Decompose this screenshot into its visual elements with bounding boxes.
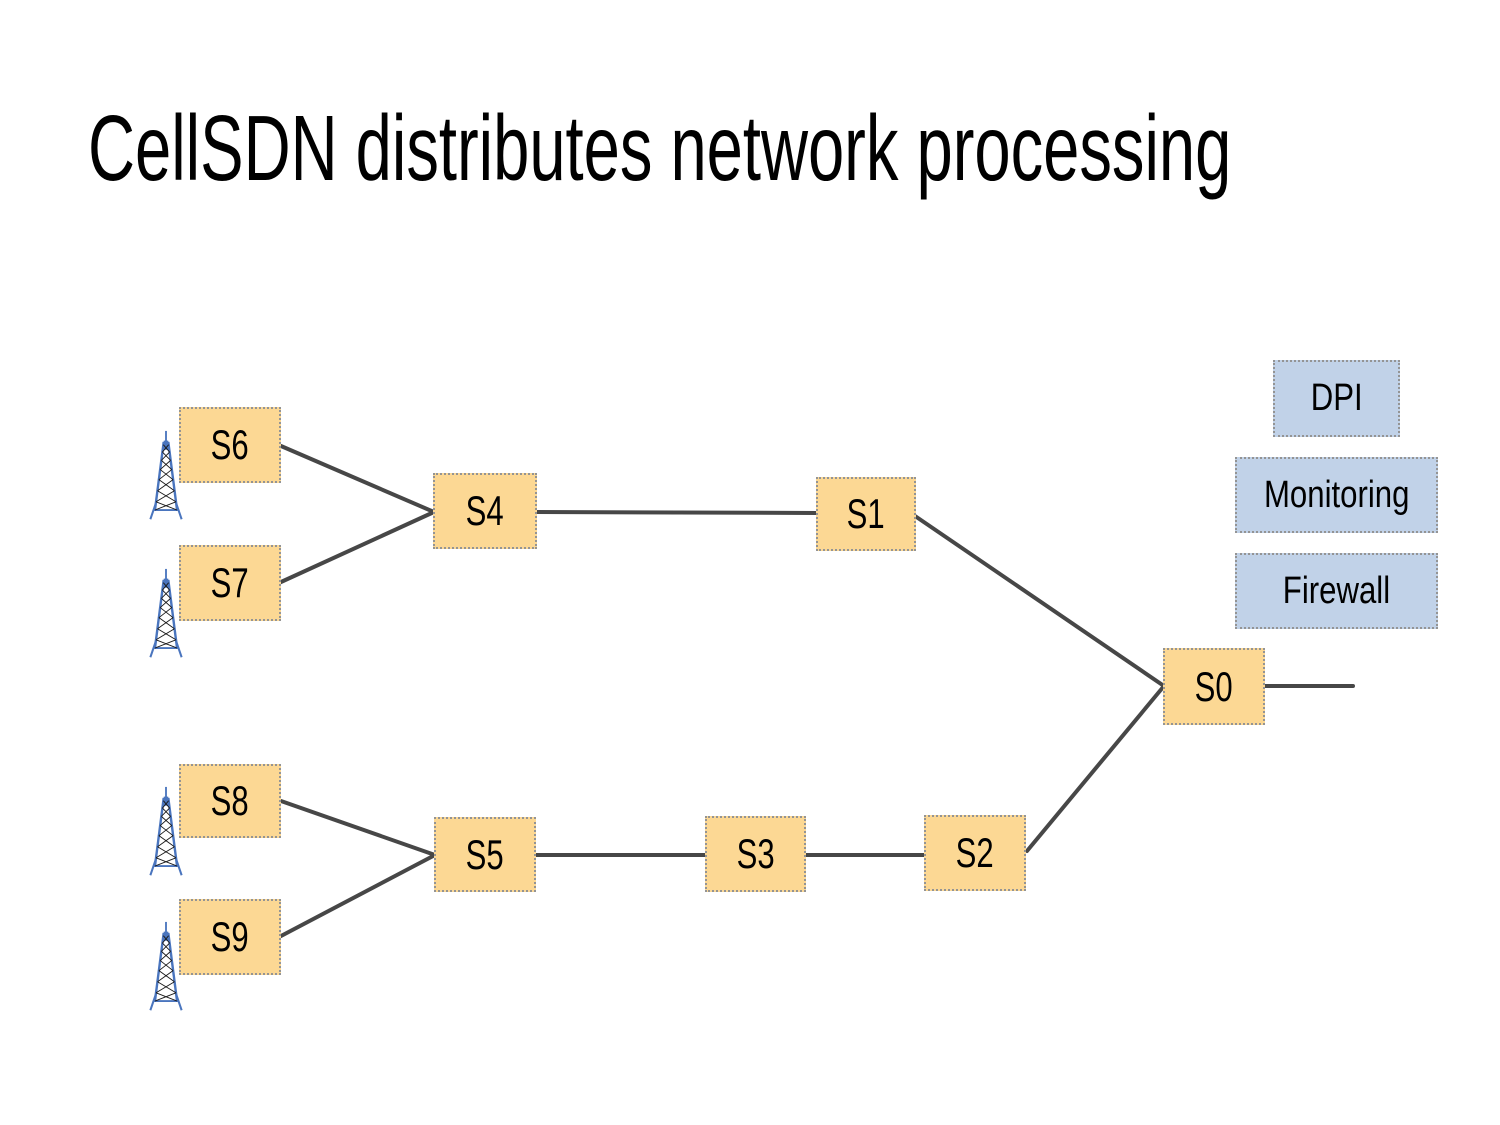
cell-tower-icon	[148, 568, 184, 659]
cell-tower-icon	[148, 921, 184, 1012]
service-box-dpi: DPI	[1273, 360, 1400, 437]
switch-label-s0: S0	[1194, 662, 1234, 710]
slide-title: CellSDN distributes network processing	[88, 96, 1232, 200]
switch-node-s3: S3	[705, 816, 806, 892]
switch-label-s3: S3	[736, 830, 775, 877]
switch-label-s6: S6	[210, 421, 250, 468]
link-s7-s4	[279, 510, 436, 584]
link-s1-s0	[913, 514, 1166, 688]
switch-label-s8: S8	[210, 777, 250, 824]
link-s6-s4	[279, 444, 436, 514]
switch-label-s1: S1	[846, 490, 886, 537]
link-s2-s0	[1025, 684, 1166, 853]
cell-tower-icon	[148, 786, 184, 877]
service-box-monitoring: Monitoring	[1235, 457, 1438, 533]
service-label-dpi: DPI	[1310, 377, 1363, 419]
switch-label-s2: S2	[955, 829, 995, 876]
switch-node-s1: S1	[816, 477, 916, 551]
switch-node-s6: S6	[179, 407, 281, 483]
service-box-firewall: Firewall	[1235, 553, 1438, 629]
switch-node-s2: S2	[924, 815, 1026, 891]
service-label-firewall: Firewall	[1282, 569, 1391, 612]
cell-tower-icon	[148, 430, 184, 521]
switch-node-s9: S9	[179, 899, 281, 975]
switch-label-s5: S5	[465, 830, 505, 878]
link-s9-s5	[279, 853, 437, 938]
switch-node-s0: S0	[1163, 648, 1265, 725]
switch-label-s7: S7	[210, 559, 250, 606]
switch-node-s7: S7	[179, 545, 281, 621]
link-s8-s5	[279, 799, 437, 857]
switch-node-s5: S5	[434, 817, 536, 892]
switch-label-s4: S4	[465, 487, 505, 534]
switch-node-s8: S8	[179, 764, 281, 838]
switch-label-s9: S9	[210, 913, 250, 960]
link-s4-s1	[534, 510, 819, 515]
service-label-monitoring: Monitoring	[1263, 473, 1410, 516]
switch-node-s4: S4	[433, 473, 537, 549]
